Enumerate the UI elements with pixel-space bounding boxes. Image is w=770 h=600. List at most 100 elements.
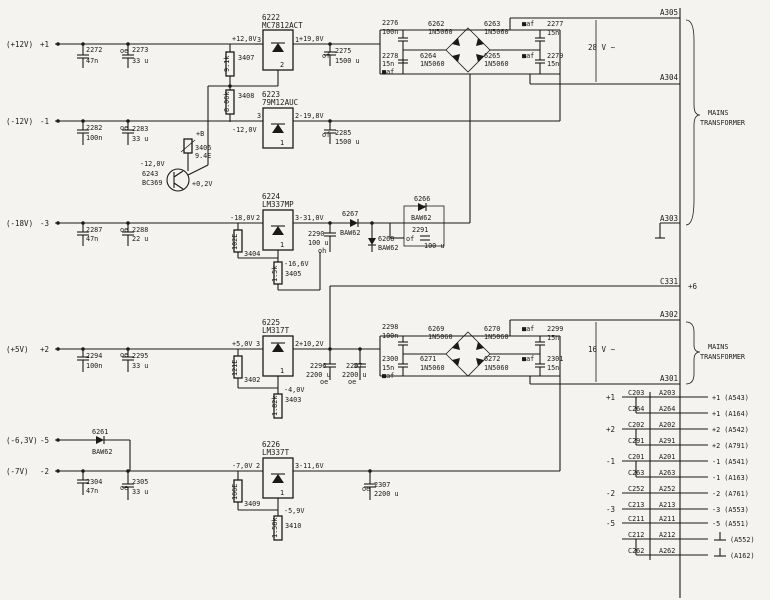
component-ref: 2283 bbox=[132, 125, 148, 133]
svg-text:A262: A262 bbox=[659, 547, 675, 555]
svg-text:of: of bbox=[322, 52, 330, 60]
svg-text:-2: -2 bbox=[606, 489, 615, 498]
rail-number: -2 bbox=[40, 467, 49, 476]
component-ref: 2272 bbox=[86, 46, 102, 54]
rail-label: (-12V) bbox=[6, 117, 33, 126]
svg-text:A263: A263 bbox=[659, 469, 675, 477]
svg-text:■af: ■af bbox=[522, 355, 534, 363]
rail-number: +1 bbox=[40, 40, 49, 49]
component-ref: 2300 bbox=[382, 355, 398, 363]
component-value: 2200 u bbox=[342, 371, 367, 379]
connector-row: -3 C213 A213 -3 (A553) bbox=[606, 501, 749, 514]
component-ref: 2294 bbox=[86, 352, 102, 360]
component-value: 47n bbox=[86, 487, 98, 495]
edge-label: C331 bbox=[660, 277, 678, 286]
svg-text:-3: -3 bbox=[606, 505, 615, 514]
svg-text:(A162): (A162) bbox=[730, 552, 755, 560]
component-ref: 2276 bbox=[382, 19, 398, 27]
svg-text:-12,0V: -12,0V bbox=[140, 160, 165, 168]
svg-text:C203: C203 bbox=[628, 389, 644, 397]
component-value: 15n bbox=[382, 364, 394, 372]
svg-text:oe: oe bbox=[320, 378, 328, 386]
transformer-label: MAINS bbox=[708, 109, 728, 117]
component-ref: 2307 bbox=[374, 481, 390, 489]
svg-text:A201: A201 bbox=[659, 453, 675, 461]
svg-text:2: 2 bbox=[256, 462, 260, 470]
regulator-type: LM337T bbox=[262, 448, 290, 457]
svg-text:■af: ■af bbox=[522, 20, 534, 28]
rail-number: +2 bbox=[40, 345, 49, 354]
svg-text:■af: ■af bbox=[522, 325, 534, 333]
component-value: 47n bbox=[86, 235, 98, 243]
connector-row: -2 C252 A252 -2 (A761) bbox=[606, 485, 749, 498]
svg-text:A203: A203 bbox=[659, 389, 675, 397]
svg-text:1N5060: 1N5060 bbox=[428, 333, 453, 341]
edge-extra-label: +6 bbox=[688, 282, 698, 291]
component-value: 100 u bbox=[308, 239, 328, 247]
component-ref: 6268 bbox=[378, 235, 394, 243]
component-ref: 3405 bbox=[285, 270, 301, 278]
svg-text:C291: C291 bbox=[628, 437, 644, 445]
svg-text:oe: oe bbox=[362, 485, 370, 493]
component-ref: 2291 bbox=[412, 226, 428, 234]
component-ref: 6267 bbox=[342, 210, 358, 218]
svg-text:1N5060: 1N5060 bbox=[484, 60, 509, 68]
component-ref: 2278 bbox=[382, 52, 398, 60]
component-value: 2200 u bbox=[374, 490, 399, 498]
component-value: BAW62 bbox=[411, 214, 431, 222]
rail-number: -3 bbox=[40, 219, 49, 228]
diode-ref: 6271 bbox=[420, 355, 436, 363]
component-ref: 2297 bbox=[346, 362, 362, 370]
svg-text:A213: A213 bbox=[659, 501, 675, 509]
svg-text:■af: ■af bbox=[382, 68, 394, 76]
diode-ref: 6272 bbox=[484, 355, 500, 363]
component-ref: 3403 bbox=[285, 396, 301, 404]
svg-text:+1 (A543): +1 (A543) bbox=[712, 394, 749, 402]
ac-voltage: 28 V ~ bbox=[588, 43, 616, 52]
component-ref: 6243 bbox=[142, 170, 158, 178]
component-value: 15n bbox=[547, 60, 559, 68]
rail-label: (+12V) bbox=[6, 40, 33, 49]
svg-text:A291: A291 bbox=[659, 437, 675, 445]
component-ref: 3402 bbox=[244, 376, 260, 384]
component-ref: 3407 bbox=[238, 54, 254, 62]
regulator-type: 79M12AUC bbox=[262, 98, 298, 107]
svg-text:3: 3 bbox=[256, 340, 260, 348]
svg-text:1: 1 bbox=[280, 489, 284, 497]
component-value: 22 u bbox=[132, 235, 148, 243]
connector-row: C212 A212 (A552) bbox=[622, 531, 755, 544]
diode-ref: 6262 bbox=[428, 20, 444, 28]
connector-row: -1 C201 A201 -1 (A541) bbox=[606, 453, 749, 466]
rail-number: -1 bbox=[40, 117, 49, 126]
component-value: 100n bbox=[86, 134, 102, 142]
component-value: 15n bbox=[547, 364, 559, 372]
voltage-label: -5,9V bbox=[284, 507, 304, 515]
svg-text:1: 1 bbox=[295, 36, 299, 44]
regulator-ref: 6224 bbox=[262, 192, 281, 201]
component-ref: 2299 bbox=[547, 325, 563, 333]
svg-text:oe: oe bbox=[120, 484, 128, 492]
voltage-label: -7,0V bbox=[232, 462, 252, 470]
voltage-label: -19,8V bbox=[299, 112, 324, 120]
connector-row: C264 A264 +1 (A164) bbox=[628, 397, 749, 418]
diode-ref: 6265 bbox=[484, 52, 500, 60]
component-value: 15n bbox=[382, 60, 394, 68]
component-ref: 2296 bbox=[310, 362, 326, 370]
voltage-label: -12,0V bbox=[232, 126, 257, 134]
svg-text:2: 2 bbox=[256, 214, 260, 222]
transformer-label: MAINS bbox=[708, 343, 728, 351]
regulator-6225 bbox=[262, 335, 294, 377]
svg-text:1.5k: 1.5k bbox=[271, 266, 279, 282]
svg-text:+1 (A164): +1 (A164) bbox=[712, 410, 749, 418]
component-ref: 3409 bbox=[244, 500, 260, 508]
polarity-mark: oe bbox=[120, 47, 128, 55]
component-ref: 2305 bbox=[132, 478, 148, 486]
svg-text:+1: +1 bbox=[606, 393, 615, 402]
rail-label: (-6,3V) bbox=[6, 436, 38, 445]
connector-row: +1 C203 A203 +1 (A543) bbox=[606, 389, 749, 402]
component-value: 100n bbox=[382, 28, 398, 36]
svg-text:+B: +B bbox=[196, 130, 204, 138]
svg-text:C212: C212 bbox=[628, 531, 644, 539]
svg-text:1N5060: 1N5060 bbox=[484, 333, 509, 341]
svg-text:102E: 102E bbox=[231, 234, 239, 250]
